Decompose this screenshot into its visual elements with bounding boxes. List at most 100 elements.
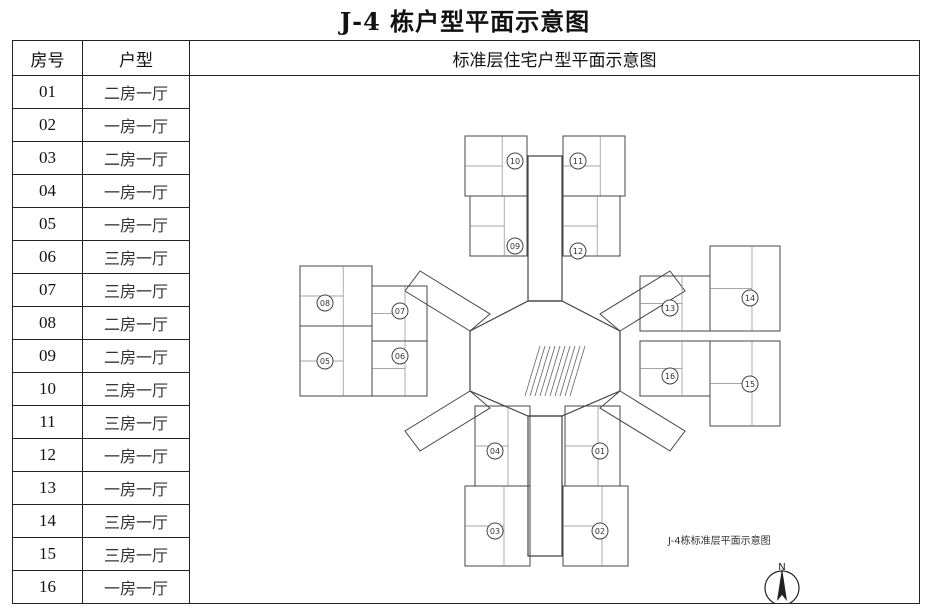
stair-line bbox=[549, 345, 566, 397]
unit-type-cell: 二房一厅 bbox=[82, 141, 190, 175]
unit-type-cell: 三房一厅 bbox=[82, 273, 190, 307]
corridor-south bbox=[527, 415, 563, 557]
unit-type-cell: 一房一厅 bbox=[82, 108, 190, 142]
unit-type-cell: 三房一厅 bbox=[82, 504, 190, 538]
room-number-cell: 16 bbox=[12, 570, 83, 604]
unit-number-circle bbox=[661, 299, 679, 317]
header-plan: 标准层住宅户型平面示意图 bbox=[189, 40, 920, 76]
unit-number-circle bbox=[741, 375, 759, 393]
unit-number-circle bbox=[591, 442, 609, 460]
unit-type-cell: 一房一厅 bbox=[82, 438, 190, 472]
room-number-cell: 06 bbox=[12, 240, 83, 274]
north-arrow-icon bbox=[777, 568, 787, 601]
unit-number-circle bbox=[486, 522, 504, 540]
unit-number-label: 03 bbox=[490, 527, 500, 536]
unit-number-circle bbox=[506, 152, 524, 170]
unit-type-cell: 二房一厅 bbox=[82, 339, 190, 373]
header-room-number: 房号 bbox=[12, 40, 83, 76]
stair-line bbox=[544, 345, 561, 397]
unit-type-cell: 二房一厅 bbox=[82, 306, 190, 340]
room-number-cell: 03 bbox=[12, 141, 83, 175]
unit-number-circle bbox=[569, 152, 587, 170]
unit-number-circle bbox=[741, 289, 759, 307]
corridor-north bbox=[527, 155, 563, 302]
room-number-cell: 12 bbox=[12, 438, 83, 472]
unit-number-label: 07 bbox=[395, 307, 405, 316]
unit-number-label: 09 bbox=[510, 242, 520, 251]
unit-number-label: 16 bbox=[665, 372, 675, 381]
unit-type-cell: 一房一厅 bbox=[82, 471, 190, 505]
room-number-cell: 14 bbox=[12, 504, 83, 538]
unit-number-label: 04 bbox=[490, 447, 500, 456]
north-label: N bbox=[778, 562, 785, 573]
unit-number-circle bbox=[569, 242, 587, 260]
room-number-cell: 11 bbox=[12, 405, 83, 439]
stair-line bbox=[554, 345, 571, 397]
stair-line bbox=[534, 345, 551, 397]
unit-number-circle bbox=[661, 367, 679, 385]
unit-type-cell: 一房一厅 bbox=[82, 570, 190, 604]
unit-type-cell: 一房一厅 bbox=[82, 207, 190, 241]
unit-number-label: 08 bbox=[320, 299, 330, 308]
unit-number-label: 11 bbox=[573, 157, 583, 166]
unit-number-circle bbox=[391, 302, 409, 320]
room-number-cell: 10 bbox=[12, 372, 83, 406]
table-header-row: 房号 户型 标准层住宅户型平面示意图 bbox=[12, 40, 920, 76]
unit-number-circle bbox=[506, 237, 524, 255]
room-number-cell: 15 bbox=[12, 537, 83, 571]
wing-nw bbox=[404, 270, 491, 332]
room-number-cell: 07 bbox=[12, 273, 83, 307]
room-number-cell: 08 bbox=[12, 306, 83, 340]
unit-number-label: 13 bbox=[665, 304, 675, 313]
unit-number-label: 06 bbox=[395, 352, 405, 361]
unit-number-label: 14 bbox=[745, 294, 755, 303]
stair-line bbox=[564, 345, 581, 397]
unit-type-cell: 一房一厅 bbox=[82, 174, 190, 208]
stair-line bbox=[559, 345, 576, 397]
header-unit-type: 户型 bbox=[82, 40, 190, 76]
room-number-cell: 05 bbox=[12, 207, 83, 241]
unit-number-label: 12 bbox=[573, 247, 583, 256]
room-number-cell: 01 bbox=[12, 75, 83, 109]
room-number-cell: 09 bbox=[12, 339, 83, 373]
unit-number-label: 01 bbox=[595, 447, 605, 456]
unit-number-circle bbox=[391, 347, 409, 365]
stair-line bbox=[569, 345, 586, 397]
unit-type-cell: 三房一厅 bbox=[82, 405, 190, 439]
plan-caption: J-4栋标准层平面示意图 bbox=[667, 534, 771, 547]
floor-plan-drawing: 10 11 09 12 13 14 16 15 08 05 07 06 04 01 03 02J-4栋标准层平… bbox=[299, 135, 800, 604]
unit-number-label: 02 bbox=[595, 527, 605, 536]
unit-number-circle bbox=[316, 352, 334, 370]
wing-sw bbox=[404, 390, 491, 452]
unit-number-label: 15 bbox=[745, 380, 755, 389]
room-number-cell: 13 bbox=[12, 471, 83, 505]
stair-line bbox=[539, 345, 556, 397]
unit-number-label: 05 bbox=[320, 357, 330, 366]
stair-line bbox=[529, 345, 546, 397]
wing-se bbox=[599, 390, 686, 452]
room-number-cell: 04 bbox=[12, 174, 83, 208]
unit-type-cell: 三房一厅 bbox=[82, 240, 190, 274]
unit-number-circle bbox=[316, 294, 334, 312]
unit-type-cell: 三房一厅 bbox=[82, 372, 190, 406]
stair-line bbox=[524, 345, 541, 397]
unit-number-circle bbox=[486, 442, 504, 460]
unit-number-label: 10 bbox=[510, 157, 520, 166]
unit-number-circle bbox=[591, 522, 609, 540]
unit-type-cell: 三房一厅 bbox=[82, 537, 190, 571]
